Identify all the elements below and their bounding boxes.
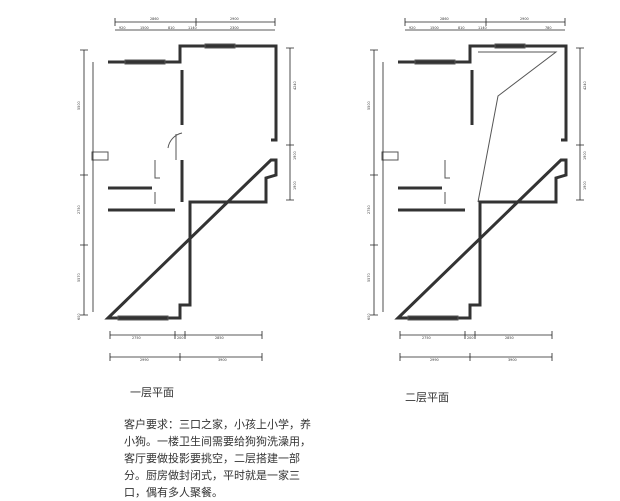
dim-label: 1900 xyxy=(583,181,587,190)
floor1-inner-wall xyxy=(154,160,160,179)
dim-label: 2900 xyxy=(230,17,239,21)
floor-plans: 2860 2900 920 1500 810 1140 2300 5500 27… xyxy=(77,17,587,362)
dim-label: 5500 xyxy=(77,101,81,110)
floor2-window xyxy=(494,43,526,49)
dim-label: 2750 xyxy=(132,336,141,340)
dim-label: 1140 xyxy=(478,26,487,30)
dim-label: 2900 xyxy=(520,17,529,21)
floor1-entrance xyxy=(91,151,109,161)
floor1-door xyxy=(167,132,183,149)
floor2-loft xyxy=(477,51,558,203)
dim-label: 810 xyxy=(168,26,174,30)
floor1-window xyxy=(117,315,169,321)
dim-label: 200 xyxy=(177,336,183,340)
floor2-title: 二层平面 xyxy=(405,391,449,404)
floor1-walls xyxy=(104,44,278,320)
dim-label: 2990 xyxy=(140,358,149,362)
dim-label: 2750 xyxy=(77,205,81,214)
dim-label: 3900 xyxy=(218,358,227,362)
dim-label: 2850 xyxy=(505,336,514,340)
dim-label: 1500 xyxy=(430,26,439,30)
dim-label: 3900 xyxy=(508,358,517,362)
dim-label: 2860 xyxy=(440,17,449,21)
dim-label: 1900 xyxy=(583,151,587,160)
floor2-walls xyxy=(394,44,568,320)
floor1-window xyxy=(204,43,236,49)
floor1-window xyxy=(124,59,166,65)
floor1-title: 一层平面 xyxy=(130,386,174,399)
dim-label: 2750 xyxy=(367,205,371,214)
dim-label: 4240 xyxy=(583,81,587,90)
dim-label: 2850 xyxy=(215,336,224,340)
floor2-window xyxy=(407,315,459,321)
dim-label: 2300 xyxy=(230,26,239,30)
dim-label: 2860 xyxy=(150,17,159,21)
floor1-plan: 2860 2900 920 1500 810 1140 2300 5500 27… xyxy=(77,17,297,362)
dim-label: 5570 xyxy=(367,273,371,282)
dim-label: 810 xyxy=(458,26,464,30)
dim-label: 1140 xyxy=(188,26,197,30)
dim-label: 2750 xyxy=(422,336,431,340)
floor2-plan: 2860 2900 920 1500 810 1140 780 5500 275… xyxy=(367,17,587,362)
dim-label: 920 xyxy=(409,26,415,30)
dim-label: 5570 xyxy=(77,273,81,282)
dim-label: 1900 xyxy=(293,151,297,160)
dim-label: 1500 xyxy=(140,26,149,30)
floor2-inner-wall xyxy=(444,160,450,179)
dim-label: 920 xyxy=(119,26,125,30)
dim-label: 2990 xyxy=(430,358,439,362)
dim-label: 1900 xyxy=(293,181,297,190)
dim-label: 4240 xyxy=(293,81,297,90)
floor2-window xyxy=(414,59,456,65)
dim-label: 600 xyxy=(77,314,81,320)
dim-label: 200 xyxy=(467,336,473,340)
dim-label: 780 xyxy=(545,26,551,30)
dim-label: 5500 xyxy=(367,101,371,110)
client-requirements: 客户要求：三口之家，小孩上小学，养小狗。一楼卫生间需要给狗狗洗澡用，客厅要做投影… xyxy=(124,418,311,499)
dim-label: 600 xyxy=(367,314,371,320)
floor2-entrance xyxy=(381,151,399,161)
